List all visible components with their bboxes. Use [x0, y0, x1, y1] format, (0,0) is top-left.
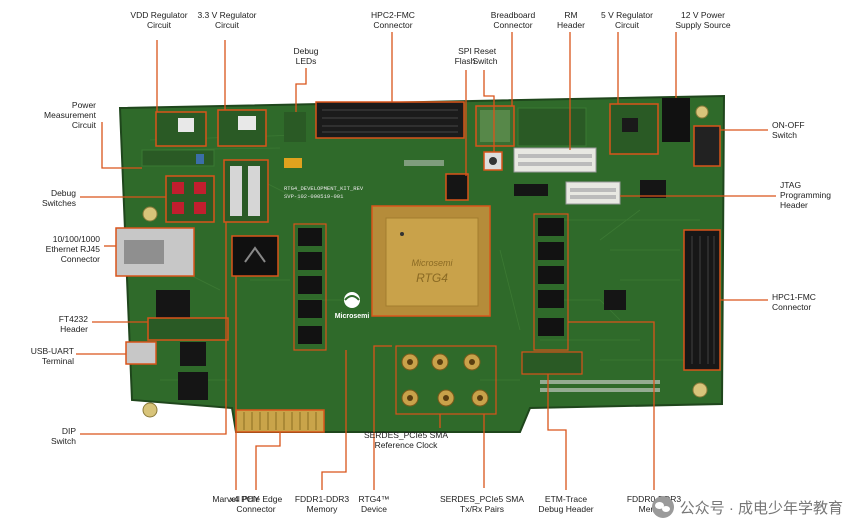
- pcie-edge-connector: [235, 409, 325, 433]
- hpc2-fmc-connector: [315, 101, 465, 139]
- label-serdes-ref-clock: SERDES_PCIe5 SMA Reference Clock: [363, 430, 449, 450]
- fddr0-memory-chips: [533, 213, 569, 351]
- label-rtg4-device: RTG4™ Device: [358, 494, 390, 514]
- mounting-hole: [142, 206, 158, 222]
- chip-model-text: RTG4: [416, 271, 448, 285]
- wechat-icon: [651, 496, 674, 518]
- label-debug-switches: Debug Switches: [41, 188, 76, 208]
- microsemi-logo-text: Microsemi: [335, 313, 370, 320]
- silkscreen-bottom-text: SVP-102-000519-001: [284, 193, 344, 200]
- power-jack: [662, 98, 690, 142]
- label-rm-header: RM Header: [557, 10, 585, 30]
- label-ethernet: 10/100/1000 Ethernet RJ45 Connector: [45, 234, 100, 264]
- usb-uart-jack: [125, 341, 157, 365]
- label-ft4232: FT4232 Header: [58, 314, 88, 334]
- hpc1-fmc-connector: [683, 229, 721, 371]
- fddr1-memory-chips: [293, 223, 327, 351]
- components: Microsemi RTG4 Microsemi RTG4_DEVELOPMEN…: [115, 98, 721, 433]
- label-serdes-txrx: SERDES_PCIe5 SMA Tx/Rx Pairs: [439, 494, 525, 514]
- label-reset-switch: Reset Switch: [472, 46, 498, 66]
- label-3v3-regulator: 3.3 V Regulator Circuit: [197, 10, 257, 30]
- microsemi-logo-mark: [344, 292, 360, 308]
- watermark-text: 公众号 · 成电少年学教育: [679, 499, 843, 517]
- label-on-off: ON-OFF Switch: [772, 120, 805, 140]
- label-hpc1-fmc: HPC1-FMC Connector: [772, 292, 816, 312]
- etm-trace-header: [521, 351, 583, 375]
- mounting-hole: [692, 382, 708, 398]
- sma-connectors: [395, 345, 497, 415]
- mounting-hole: [142, 402, 158, 418]
- label-vdd-regulator: VDD Regulator Circuit: [130, 10, 188, 30]
- label-spi-flash: SPI Flash: [454, 46, 476, 66]
- label-dip-switch: DIP Switch: [50, 426, 76, 446]
- label-power-measurement: Power Measurement Circuit: [44, 100, 96, 130]
- label-hpc2-fmc: HPC2-FMC Connector: [371, 10, 415, 30]
- label-12v-power: 12 V Power Supply Source: [675, 10, 731, 30]
- label-pcie-edge: x4 PCIe Edge Connector: [229, 494, 283, 514]
- label-etm-trace: ETM-Trace Debug Header: [538, 494, 594, 514]
- label-usb-uart: USB-UART Terminal: [30, 346, 74, 366]
- ft4232-area: [147, 317, 229, 341]
- marvell-phy-chip: [231, 235, 279, 277]
- label-breadboard: Breadboard Connector: [490, 10, 536, 30]
- label-5v-regulator: 5 V Regulator Circuit: [601, 10, 653, 30]
- spi-flash-chip: [445, 173, 469, 201]
- label-marvell-phy: Marvell PHY: [212, 494, 260, 504]
- label-jtag: JTAG Programming Header: [780, 180, 832, 210]
- leader-lines: [76, 32, 776, 490]
- chip-brand-text: Microsemi: [411, 258, 453, 268]
- label-fddr1: FDDR1-DDR3 Memory: [294, 494, 350, 514]
- jtag-header-connector: [565, 181, 621, 205]
- silkscreen-top-text: RTG4_DEVELOPMENT_KIT_REV: [284, 185, 364, 192]
- on-off-switch-body: [693, 125, 721, 167]
- watermark: 公众号 · 成电少年学教育: [651, 496, 843, 518]
- rm-header-connector: [513, 147, 597, 173]
- mounting-hole: [695, 105, 709, 119]
- label-debug-leds: Debug LEDs: [293, 46, 319, 66]
